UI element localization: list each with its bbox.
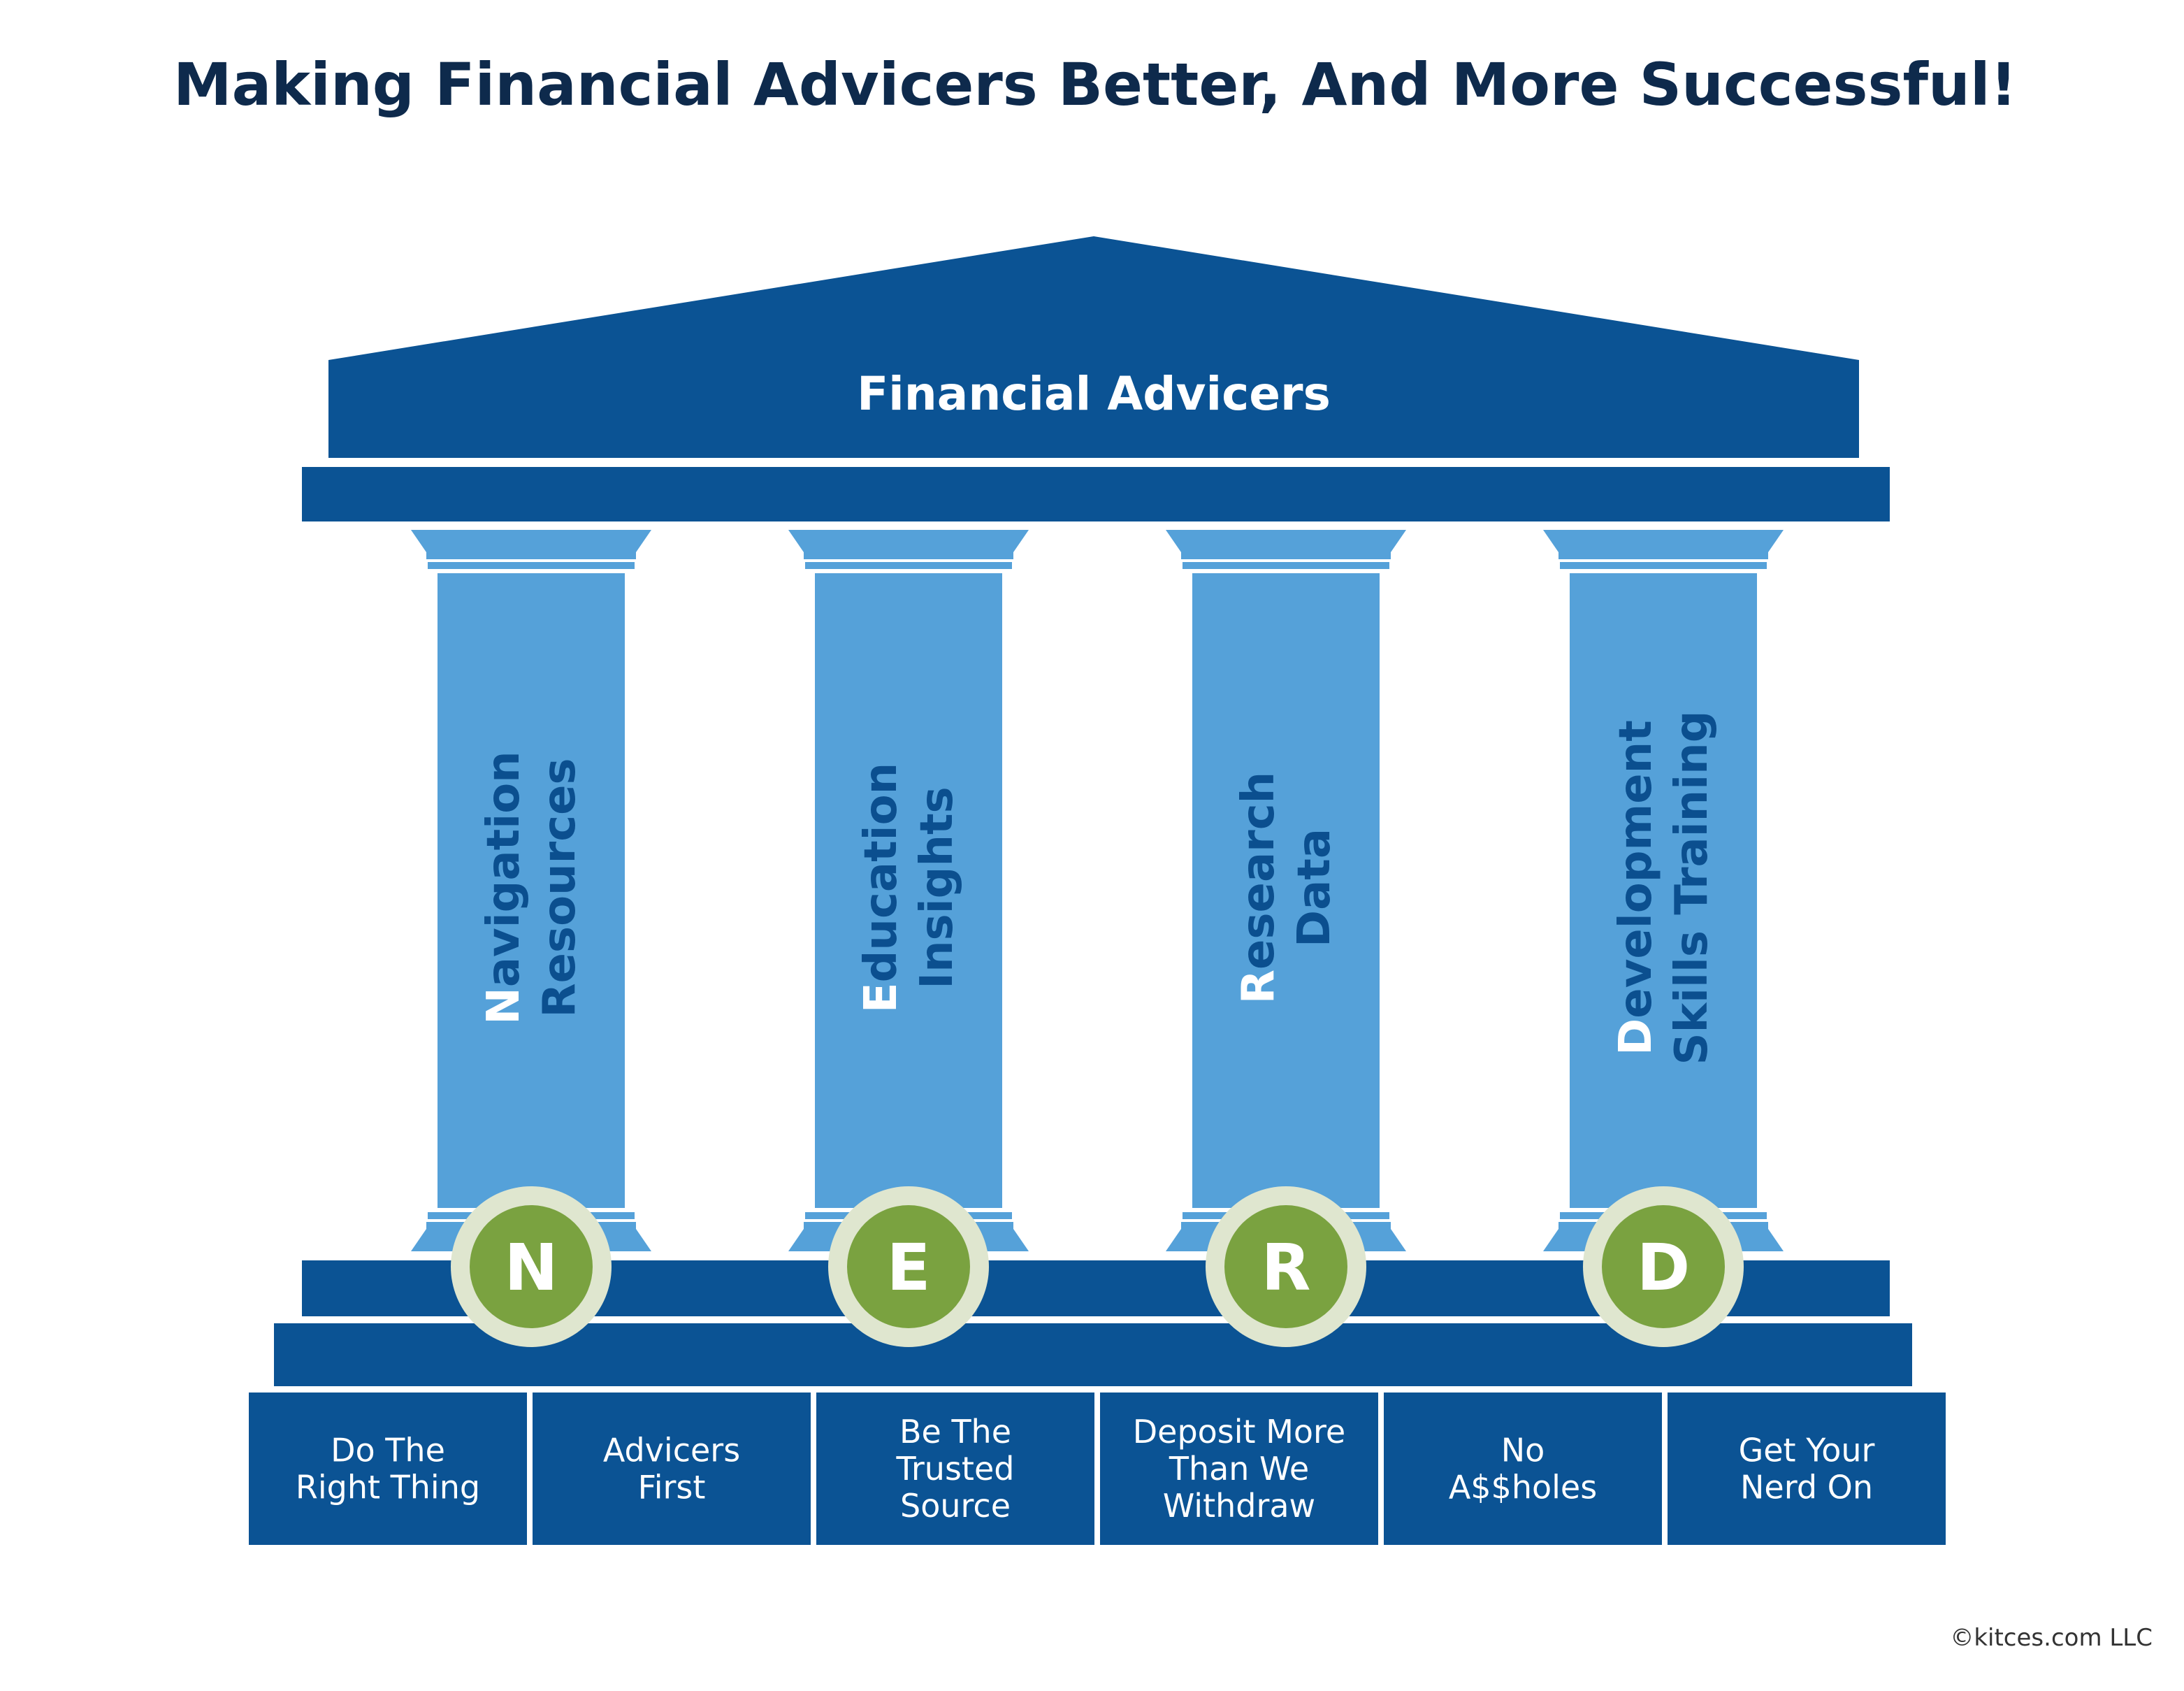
value-line: No <box>1501 1432 1545 1469</box>
value-line: Get Your <box>1739 1432 1875 1469</box>
pillar-line2: Insights <box>911 786 963 988</box>
value-line: Advicers <box>603 1432 740 1469</box>
value-box-bg <box>1384 1393 1662 1545</box>
roof-label: Financial Advicers <box>857 367 1331 421</box>
value-line: Nerd On <box>1740 1469 1873 1506</box>
pillar-capital-ring <box>1560 562 1767 569</box>
pillar-line1-rest: esearch <box>1233 772 1285 970</box>
pillar-initial-letter: D <box>1610 1019 1662 1056</box>
pillar-line1: Development <box>1610 720 1662 1056</box>
pillar-initial-letter: N <box>478 987 530 1025</box>
value-line: Do The <box>331 1432 445 1469</box>
pillar-capital-ring <box>805 562 1012 569</box>
diagram-title: Making Financial Advicers Better, And Mo… <box>173 50 2017 119</box>
value-line: Be The <box>899 1413 1011 1451</box>
value-box-bg <box>816 1393 1094 1545</box>
copyright: ©kitces.com LLC <box>1950 1624 2153 1652</box>
badge-e: E <box>828 1186 989 1347</box>
pillar-capital-ring <box>1183 562 1389 569</box>
pillar-shaft <box>815 573 1002 1208</box>
value-line: Trusted <box>896 1450 1015 1488</box>
value-box-bg <box>249 1393 527 1545</box>
value-box-bg <box>533 1393 811 1545</box>
badge-letter: N <box>505 1230 558 1305</box>
badge-circle <box>847 1205 970 1328</box>
pillar-capital <box>411 530 651 559</box>
pillar-line1-rest: evelopment <box>1610 720 1662 1019</box>
pillar-line1: Navigation <box>478 751 530 1024</box>
pillar-capital <box>1166 530 1406 559</box>
pillar-line2: Resources <box>534 758 586 1017</box>
value-box: NoA$$holes <box>1384 1393 1662 1545</box>
badge-r: R <box>1206 1186 1366 1347</box>
badge-circle <box>470 1205 593 1328</box>
badge-d: D <box>1583 1186 1744 1347</box>
architrave-beam <box>302 467 1890 521</box>
value-line: Source <box>900 1487 1011 1525</box>
value-line: Than We <box>1169 1450 1309 1488</box>
badge-letter: E <box>887 1230 931 1305</box>
badge-letter: D <box>1637 1230 1690 1305</box>
badge-circle <box>1602 1205 1725 1328</box>
pillar-line2: Data <box>1289 828 1340 947</box>
value-line: Deposit More <box>1133 1413 1346 1451</box>
pillar-capital <box>1543 530 1784 559</box>
pillar-line1-rest: ducation <box>855 763 907 983</box>
pillar-shaft <box>437 573 625 1208</box>
value-line: Right Thing <box>296 1469 480 1506</box>
value-line: First <box>638 1469 706 1506</box>
pillar-line1: Research <box>1233 772 1285 1004</box>
pillar-line1-rest: avigation <box>478 751 530 987</box>
badge-n: N <box>451 1186 612 1347</box>
value-line: A$$holes <box>1449 1469 1597 1506</box>
pillar-shaft <box>1192 573 1380 1208</box>
pillar-initial-letter: R <box>1233 970 1285 1004</box>
pillar-capital <box>788 530 1029 559</box>
badge-letter: R <box>1261 1230 1311 1305</box>
value-box-bg <box>1668 1393 1946 1545</box>
value-box-bg <box>1100 1393 1378 1545</box>
badge-circle <box>1224 1205 1347 1328</box>
pillar-capital-ring <box>428 562 635 569</box>
value-line: Withdraw <box>1163 1487 1315 1525</box>
pillar-initial-letter: E <box>855 982 907 1013</box>
pillar-line1: Education <box>855 763 907 1013</box>
pillar-line2: Skills Training <box>1666 710 1718 1065</box>
pillar-shaft <box>1570 573 1757 1208</box>
roof-pediment <box>328 236 1859 458</box>
